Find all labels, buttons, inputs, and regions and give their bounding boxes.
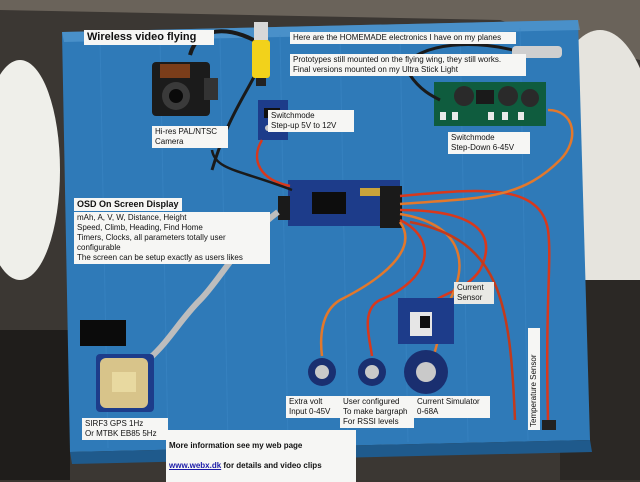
osd-board (278, 180, 402, 228)
intro-label: Here are the HOMEMADE electronics I have… (290, 32, 516, 44)
gps-label: SIRF3 GPS 1Hz Or MTBK EB85 5Hz (82, 418, 168, 440)
more-info-text: More information see my web page (169, 441, 303, 450)
rca-connector (252, 22, 270, 86)
more-info-box: More information see my web page www.web… (166, 430, 356, 482)
current-sensor-board (398, 298, 454, 344)
camera-module (152, 62, 218, 116)
osd-title: OSD On Screen Display (74, 198, 182, 211)
camera-label: Hi-res PAL/NTSC Camera (152, 126, 228, 148)
stepdown-label: Switchmode Step-Down 6-45V (448, 132, 530, 154)
gps-module (96, 354, 154, 412)
pot-extra-volt (308, 358, 336, 386)
current-sensor-label: Current Sensor (454, 282, 494, 304)
website-link[interactable]: www.webx.dk (169, 461, 222, 470)
stepdown-board (434, 82, 546, 126)
extra-volt-label: Extra volt Input 0-45V (286, 396, 340, 418)
current-simulator-label: Current Simulator 0-68A (414, 396, 490, 418)
osd-label-box: OSD On Screen Display mAh, A, V, W, Dist… (74, 194, 270, 264)
pot-current-simulator (404, 350, 448, 394)
website-suffix: for details and video clips (221, 461, 322, 470)
prototypes-label: Prototypes still mounted on the flying w… (290, 54, 526, 76)
title-label: Wireless video flying (84, 30, 214, 45)
osd-body: mAh, A, V, W, Distance, Height Speed, Cl… (74, 212, 270, 264)
stepup-label: Switchmode Step-up 5V to 12V (268, 110, 354, 132)
user-configured-label: User configured To make bargraph For RSS… (340, 396, 414, 428)
temperature-label: Temperature Sensor (528, 328, 540, 430)
pot-user-configured (358, 358, 386, 386)
